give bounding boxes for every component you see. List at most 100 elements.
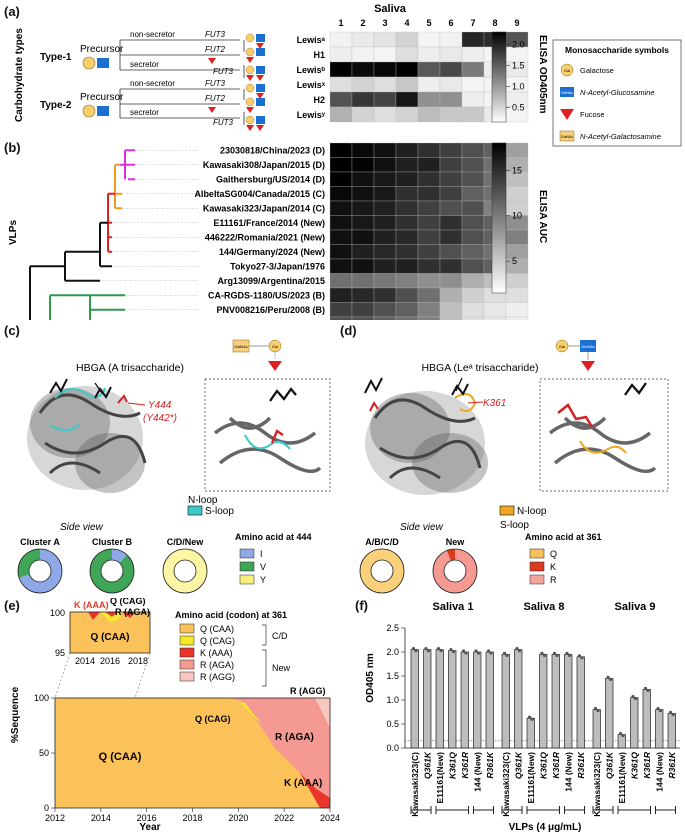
- f-point: [439, 649, 443, 653]
- heatmap-b-cell: [329, 186, 353, 202]
- saliva-number: 9: [514, 18, 519, 28]
- f-category-label: Q361K: [604, 751, 614, 779]
- heatmap-a-cell: [351, 106, 375, 123]
- fut2-1: FUT2: [205, 45, 226, 54]
- heatmap-a-cell: [439, 91, 463, 108]
- panel-a-row-label: Lewisˣ: [297, 80, 326, 90]
- f-point: [461, 649, 466, 653]
- donut-title: Cluster B: [92, 537, 133, 547]
- strain-label: 144/Germany/2024 (New): [219, 247, 325, 257]
- strain-label: AlbeltaSG004/Canada/2015 (C): [194, 189, 325, 199]
- heatmap-a-cell: [417, 76, 441, 93]
- panel-d: HBGA (Leᵃ trisaccharide) Gal GlcNAc K361…: [359, 339, 669, 594]
- donut-segment: [163, 549, 207, 593]
- heatmap-b-cell: [395, 287, 419, 303]
- f-category-label: Kawasaki323(C): [410, 752, 420, 817]
- f-group-title: Saliva 8: [524, 601, 565, 613]
- e-ytick: 50: [39, 748, 49, 758]
- heatmap-a-cell: [417, 91, 441, 108]
- f-bar: [655, 709, 664, 749]
- f-point: [593, 707, 598, 711]
- f-point: [668, 710, 673, 715]
- heatmap-a-cell: [417, 31, 441, 48]
- heatmap-a-cell: [395, 46, 419, 63]
- strain-label: Tokyo27-3/Japan/1976: [230, 262, 325, 272]
- f-point: [631, 695, 635, 699]
- carbohydrate-types-label: Carbohydrate types: [14, 28, 25, 122]
- heatmap-a-cell: [329, 31, 353, 48]
- heatmap-b-cell: [329, 287, 353, 303]
- f-ytick: 2.5: [386, 623, 399, 633]
- precursor-label-1: Precursor: [80, 44, 124, 55]
- colorbar-tick: 10: [512, 211, 522, 221]
- f-ytick: 0.5: [386, 719, 399, 729]
- heatmap-b-cell: [373, 157, 397, 173]
- f-point: [542, 653, 547, 657]
- heatmap-b-cell: [351, 316, 375, 320]
- heatmap-b-cell: [461, 171, 485, 187]
- heatmap-b-cell: [329, 215, 353, 231]
- e-ylabel: %Sequence: [10, 686, 21, 743]
- f-point: [486, 649, 491, 653]
- aa-legend-c: IVY: [239, 548, 266, 585]
- f-point: [606, 675, 610, 679]
- f-category-label: 144 (New): [654, 752, 664, 792]
- f-bar: [617, 734, 626, 749]
- heatmap-a-cell: [417, 46, 441, 63]
- panel-a-row-label: Lewisᵇ: [296, 65, 325, 75]
- n-loop-label-d: N-loop: [517, 506, 547, 517]
- f-point: [426, 649, 431, 653]
- f-bar: [410, 649, 419, 749]
- heatmap-b-cell: [439, 244, 463, 260]
- heatmap-b-cell: [395, 171, 419, 187]
- svg-text:Galactose: Galactose: [580, 66, 614, 75]
- f-point: [414, 649, 418, 653]
- heatmap-a-cell: [439, 31, 463, 48]
- heatmap-b-cell: [461, 273, 485, 289]
- f-category-label: K361Q: [447, 752, 457, 779]
- heatmap-b-cell: [461, 287, 485, 303]
- heatmap-b-cell: [461, 258, 485, 274]
- n-loop-label-c: N-loop: [188, 495, 218, 506]
- heatmap-a-cell: [461, 31, 485, 48]
- heatmap-b-cell: [461, 215, 485, 231]
- heatmap-b-cell: [373, 273, 397, 289]
- heatmap-a-cell: [417, 106, 441, 123]
- donut-title: Cluster A: [20, 537, 60, 547]
- aa-label: R: [550, 575, 557, 585]
- f-point: [621, 733, 625, 738]
- heatmap-b-cell: [373, 186, 397, 202]
- heatmap-a-cell: [439, 46, 463, 63]
- side-view-c: Side view: [60, 522, 104, 533]
- heatmap-b-cell: [505, 142, 529, 158]
- heatmap-a-cell: [351, 76, 375, 93]
- heatmap-b-cell: [505, 273, 529, 289]
- aa-label: K: [550, 562, 556, 572]
- e-xtick: 2024: [320, 813, 340, 823]
- e-ytick-95-top: 95: [55, 648, 65, 658]
- f-category-label: K361R: [551, 751, 561, 778]
- panel-a-colorbar: 2.01.51.00.5: [491, 31, 525, 123]
- fut3-1: FUT3: [205, 30, 226, 39]
- f-category-label: Kawasaki323(C): [592, 752, 602, 817]
- donut-segment: [433, 549, 477, 593]
- e-legend-swatch: [179, 635, 195, 646]
- saliva-number: 6: [448, 18, 453, 28]
- heatmap-a-cell: [329, 106, 353, 123]
- e-xtick-2014-top: 2014: [75, 656, 95, 666]
- glycan-icon: [245, 47, 265, 63]
- secretor-1: secretor: [130, 60, 159, 69]
- e-legend-label: Q (CAG): [200, 636, 235, 646]
- f-category-label: 144 (New): [472, 752, 482, 792]
- s-loop-label-c: S-loop: [205, 506, 234, 517]
- f-bar: [576, 656, 585, 749]
- saliva-number: 7: [470, 18, 475, 28]
- svg-text:Gal: Gal: [272, 344, 278, 349]
- aa-legend-d: QKR: [529, 548, 557, 585]
- heatmap-a-cell: [461, 76, 485, 93]
- heatmap-b-cell: [417, 244, 441, 260]
- heatmap-b-cell: [395, 142, 419, 158]
- heatmap-a-cell: [461, 91, 485, 108]
- aa-label: Y: [260, 575, 266, 585]
- panel-a-row-label: H1: [313, 50, 325, 60]
